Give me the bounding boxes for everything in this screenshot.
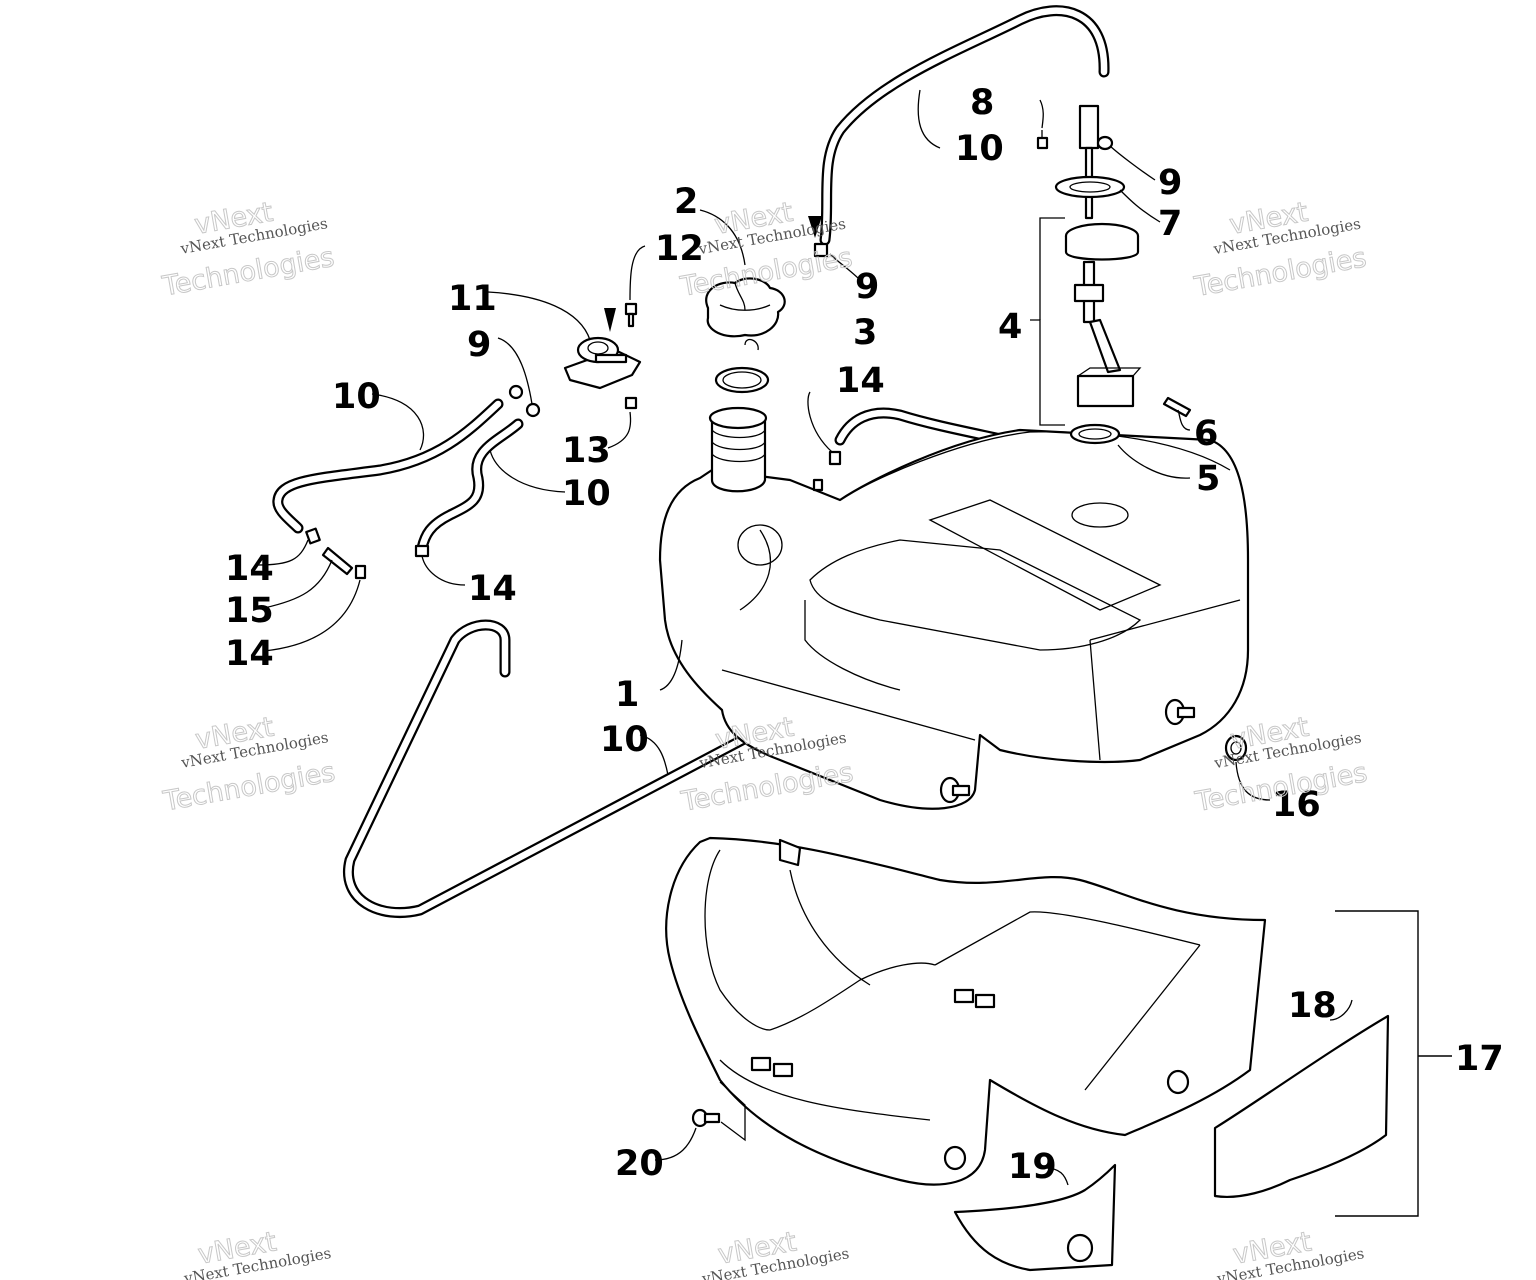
screw-12 (624, 302, 638, 328)
fittings-left (305, 450, 842, 580)
hose-left-lower (416, 418, 524, 554)
callout-10c: 10 (562, 474, 611, 514)
callout-18: 18 (1288, 986, 1337, 1026)
clamps-9-left (508, 384, 541, 418)
callout-6: 6 (1194, 414, 1218, 454)
bracket-17 (1335, 910, 1452, 1217)
o-ring (714, 366, 770, 394)
callout-5: 5 (1196, 459, 1220, 499)
side-panel-18 (1213, 1014, 1390, 1198)
watermark-bottom-right: vNext vNext Technologies (1215, 1226, 1366, 1280)
callout-labels: 1 2 3 4 5 6 7 8 9 9 9 10 10 10 10 11 12 … (225, 83, 1504, 1187)
callout-3: 3 (853, 313, 877, 353)
filler-neck (708, 406, 768, 493)
callout-1: 1 (615, 675, 639, 715)
callout-20: 20 (615, 1144, 664, 1184)
watermark-bottom-center: vNext vNext Technologies (700, 1226, 851, 1280)
screw-8 (1036, 130, 1049, 150)
watermark-top-right: vNext vNext Technologies Technologies (1191, 196, 1369, 303)
grommet-16 (1224, 734, 1248, 762)
callout-14b: 14 (225, 549, 274, 589)
callout-12: 12 (655, 229, 704, 269)
fuel-tank (658, 428, 1250, 810)
callout-2: 2 (674, 182, 698, 222)
callout-11: 11 (448, 279, 497, 319)
callout-4: 4 (998, 307, 1022, 347)
callout-14a: 14 (836, 361, 885, 401)
callout-17: 17 (1455, 1039, 1504, 1079)
watermark-mid-left: vNext vNext Technologies Technologies (160, 711, 338, 818)
callout-10d: 10 (600, 720, 649, 760)
leader-lines (257, 89, 1353, 1186)
bolt-20 (691, 1108, 721, 1128)
clamp-9-middle (808, 216, 829, 258)
hose-upper-vent (819, 5, 1110, 246)
pump-gasket (1069, 423, 1121, 445)
callout-16: 16 (1272, 785, 1321, 825)
nut-13 (624, 396, 638, 410)
hose-left-upper (272, 398, 504, 534)
callout-13: 13 (562, 431, 611, 471)
callout-14c: 14 (468, 569, 517, 609)
callout-15: 15 (225, 591, 274, 631)
watermark-top-left: vNext vNext Technologies Technologies (159, 196, 337, 303)
callout-19: 19 (1008, 1147, 1057, 1187)
side-panel-19 (953, 1163, 1117, 1272)
watermark-bottom-left: vNext vNext Technologies (182, 1226, 333, 1280)
gas-cap (705, 277, 786, 338)
callout-9b: 9 (855, 267, 879, 307)
pump-lock-ring (1054, 175, 1126, 199)
callout-10b: 10 (332, 377, 381, 417)
bolt-6 (1162, 396, 1192, 418)
callout-14d: 14 (225, 634, 274, 674)
valve-assembly (563, 308, 642, 390)
callout-10a: 10 (955, 129, 1004, 169)
callout-9c: 9 (467, 325, 491, 365)
clamp-9-top (1096, 135, 1114, 151)
callout-7: 7 (1158, 204, 1182, 244)
tank-shield (665, 836, 1267, 1186)
callout-8: 8 (970, 83, 994, 123)
fuel-pump-assembly (1064, 104, 1142, 408)
callout-9a: 9 (1158, 163, 1182, 203)
